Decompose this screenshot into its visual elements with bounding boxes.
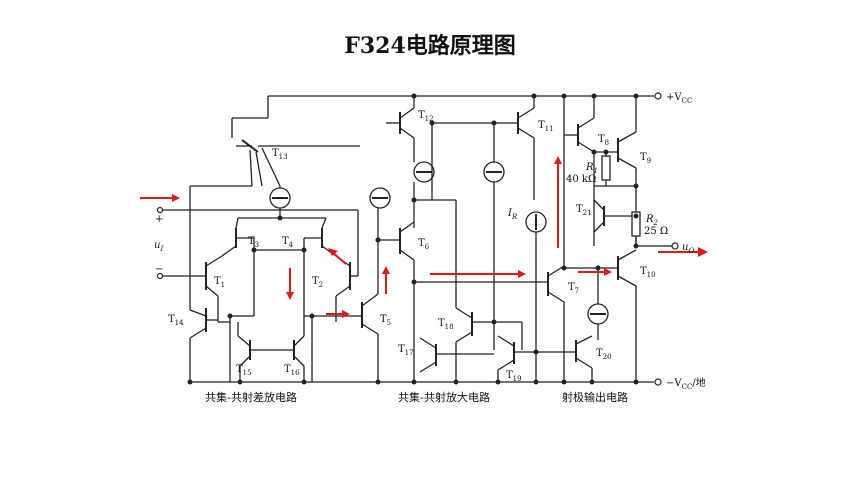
ir-label: IR <box>507 208 518 221</box>
label-t4: T4 <box>282 236 294 249</box>
section-gain-stage: 共集-共射放大电路 <box>398 390 490 404</box>
vcc-neg-label: −VCC/地 <box>666 376 706 391</box>
transistor-T11 <box>432 96 535 200</box>
label-t7: T7 <box>568 282 579 295</box>
label-t20: T20 <box>596 348 612 361</box>
page-title: F324电路原理图 <box>344 33 516 59</box>
label-t1: T1 <box>214 276 225 289</box>
label-t12: T12 <box>418 110 434 123</box>
label-t11: T11 <box>538 120 554 133</box>
vcc-neg-terminal <box>654 378 662 386</box>
r1-label: R1 <box>585 162 598 175</box>
label-t9: T9 <box>640 152 651 165</box>
label-t19: T19 <box>506 370 522 383</box>
label-t17: T17 <box>398 344 414 357</box>
label-t14: T14 <box>168 314 184 327</box>
label-t13: T13 <box>272 148 288 161</box>
section-output-stage: 射极输出电路 <box>562 390 628 404</box>
rails <box>188 92 662 386</box>
label-t2: T2 <box>312 276 323 289</box>
output-stage <box>547 96 679 382</box>
ui-label: uI <box>154 240 163 253</box>
resistor-r1 <box>601 155 611 181</box>
label-t10: T10 <box>640 266 656 279</box>
label-t6: T6 <box>418 238 430 251</box>
vcc-pos-label: +VCC <box>666 92 692 105</box>
r2-value: 25 Ω <box>644 226 668 237</box>
label-t3: T3 <box>248 236 259 249</box>
r2-label: R2 <box>645 214 659 227</box>
vcc-pos-terminal <box>654 92 662 100</box>
input-stage <box>156 186 379 382</box>
label-t18: T18 <box>438 318 454 331</box>
label-t16: T16 <box>284 364 300 377</box>
plus-label: + <box>155 214 163 225</box>
terminal-labels: +VCC −VCC/地 + − uI uO IR R1 40 kΩ R2 25 … <box>154 92 706 391</box>
label-t15: T15 <box>236 364 252 377</box>
gain-stage <box>378 123 576 382</box>
r1-value: 40 kΩ <box>566 174 596 185</box>
junctions <box>187 93 639 385</box>
label-t8: T8 <box>598 134 609 147</box>
transistor-T13 <box>189 96 360 310</box>
uo-label: uO <box>682 242 694 255</box>
section-labels: 共集-共射差放电路 共集-共射放大电路 射极输出电路 <box>205 390 628 404</box>
transistor-T12 <box>386 96 415 150</box>
signal-arrows <box>140 156 708 318</box>
label-t21: T21 <box>576 204 592 217</box>
minus-label: − <box>155 264 163 275</box>
label-t5: T5 <box>380 314 391 327</box>
section-input-stage: 共集-共射差放电路 <box>205 390 297 404</box>
